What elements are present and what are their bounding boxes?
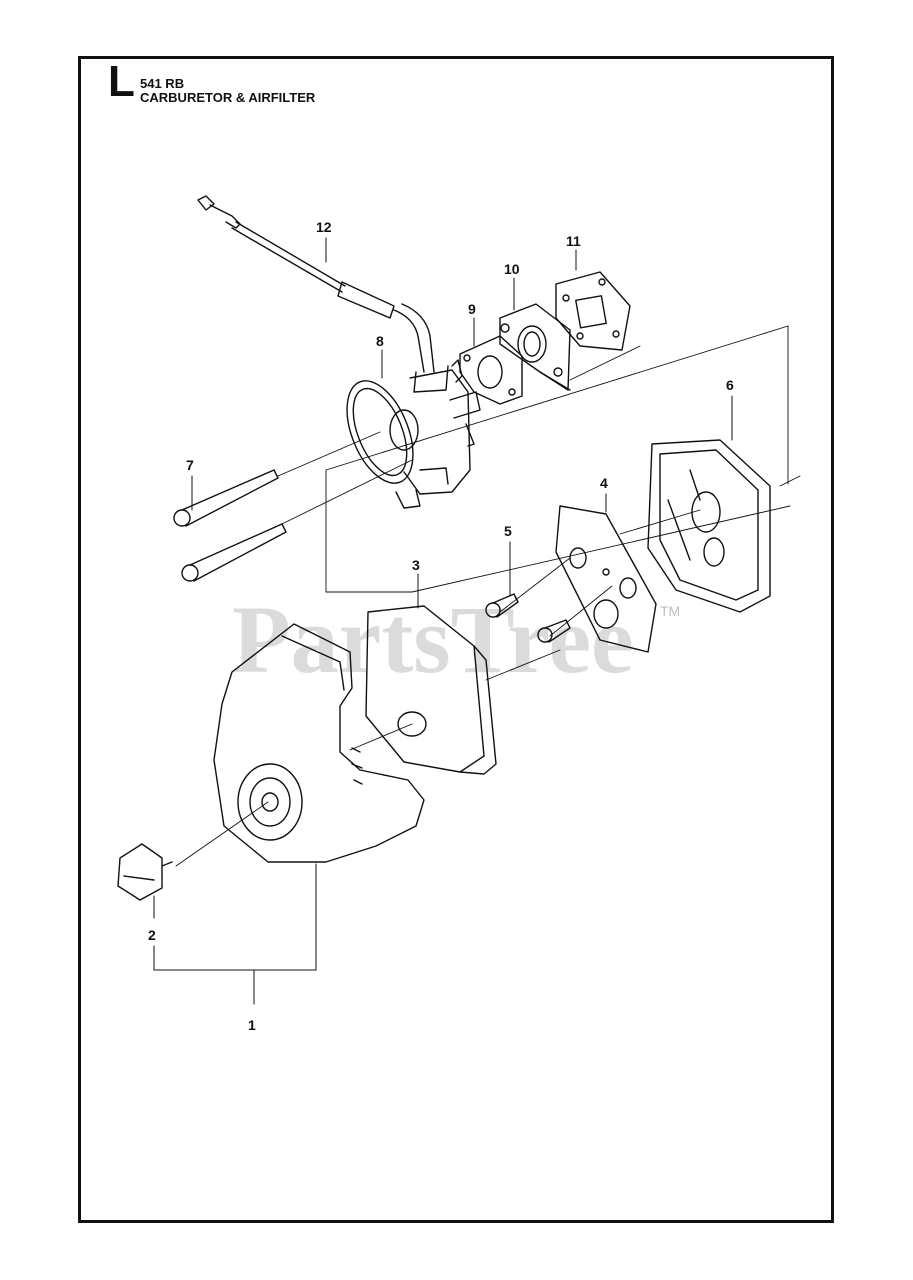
callout-12: 12 xyxy=(316,219,332,235)
carburetor-part xyxy=(346,359,481,509)
knob-part xyxy=(117,843,173,901)
manifold-gasket-part xyxy=(555,271,631,351)
callout-9: 9 xyxy=(468,301,476,317)
callout-6: 6 xyxy=(726,377,734,393)
callout-1: 1 xyxy=(248,1017,256,1033)
throttle-cable-part xyxy=(197,195,435,373)
page-frame xyxy=(78,56,834,1223)
callout-7: 7 xyxy=(186,457,194,473)
watermark-trademark: TM xyxy=(660,603,680,619)
gasket-part xyxy=(459,335,523,405)
callout-10: 10 xyxy=(504,261,520,277)
callout-4: 4 xyxy=(600,475,608,491)
callout-3: 3 xyxy=(412,557,420,573)
callout-11: 11 xyxy=(566,233,581,249)
long-screws-part xyxy=(173,469,287,582)
section-letter: L xyxy=(108,57,135,106)
callout-5: 5 xyxy=(504,523,512,539)
intake-adapter-part xyxy=(499,303,571,391)
leader-lines xyxy=(153,237,733,1005)
filter-base-part xyxy=(647,439,771,613)
assembly-lines xyxy=(175,325,801,867)
filter-element-part xyxy=(365,605,497,775)
callout-8: 8 xyxy=(376,333,384,349)
model-number: 541 RB xyxy=(140,76,185,91)
short-screws-part xyxy=(485,593,571,643)
watermark-text: PartsTree xyxy=(232,586,634,693)
callout-2: 2 xyxy=(148,927,156,943)
filter-cover-part xyxy=(213,623,425,863)
diagram-title: CARBURETOR & AIRFILTER xyxy=(140,90,316,105)
